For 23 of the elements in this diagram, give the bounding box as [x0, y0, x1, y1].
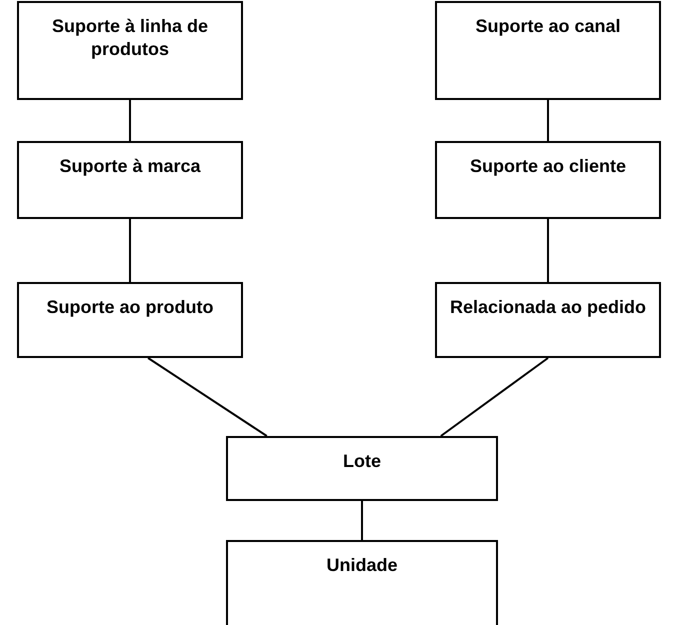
box-label: Suporte à linha de produtos: [50, 15, 210, 62]
box-label: Relacionada ao pedido: [450, 296, 646, 319]
process-box: [226, 540, 498, 625]
process-box: [435, 1, 661, 100]
connector-line: [547, 219, 549, 282]
process-box: [435, 141, 661, 219]
process-box: [435, 282, 661, 358]
process-box: [17, 141, 243, 219]
box-label: Suporte ao produto: [46, 296, 214, 319]
connector-line: [129, 100, 131, 141]
box-label: Suporte à marca: [59, 155, 201, 178]
box-label: Suporte ao cliente: [470, 155, 626, 178]
box-label: Unidade: [326, 554, 398, 577]
connector-line: [148, 357, 268, 437]
process-box: [226, 436, 498, 501]
process-box: [17, 282, 243, 358]
connector-line: [440, 357, 549, 437]
connector-line: [547, 100, 549, 141]
box-label: Suporte ao canal: [475, 15, 621, 38]
process-box: [17, 1, 243, 100]
connector-line: [361, 501, 363, 540]
box-label: Lote: [343, 450, 381, 473]
connector-line: [129, 219, 131, 282]
